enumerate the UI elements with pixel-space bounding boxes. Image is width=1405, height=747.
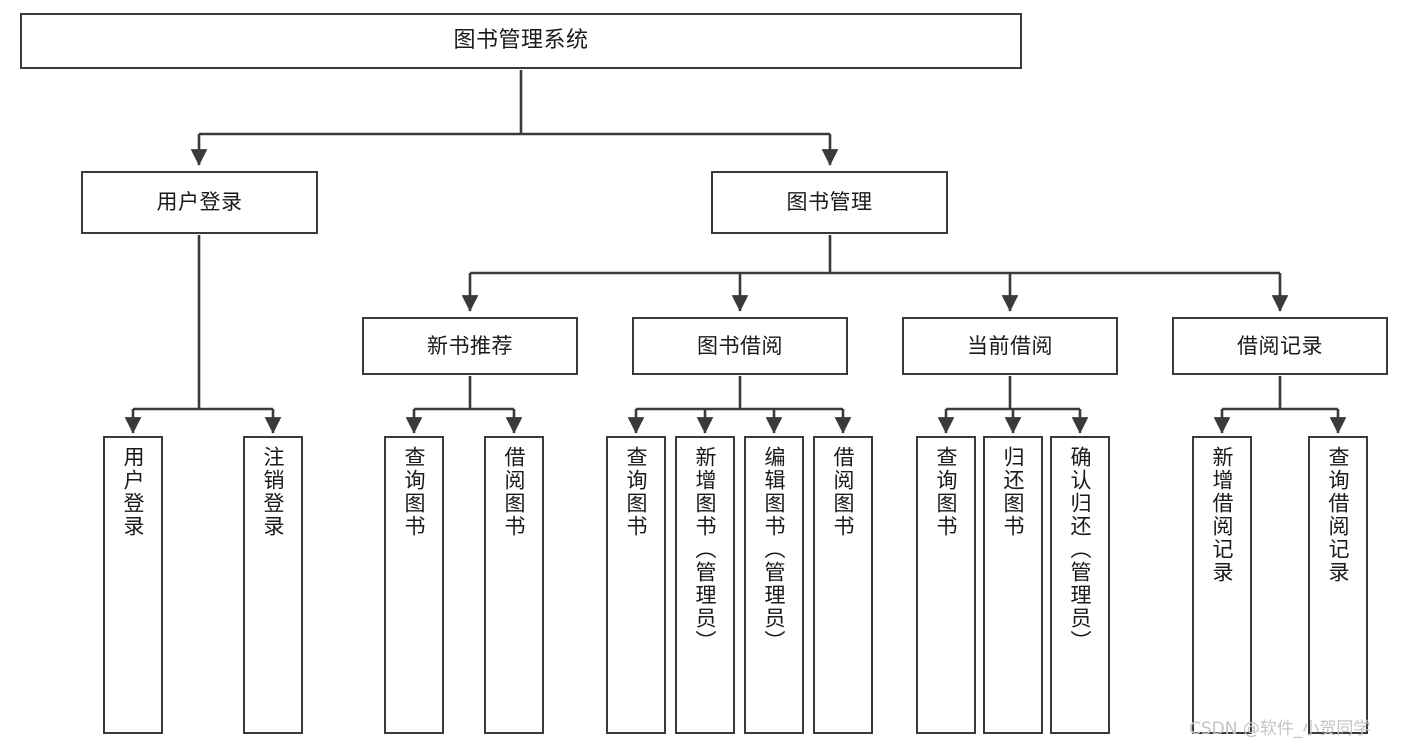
edges-book-manage-to-level3	[461, 235, 1289, 312]
node-label: 借阅图书	[831, 446, 856, 538]
node-label: 归还图书	[1001, 446, 1026, 538]
node-label: 用户登录	[156, 190, 243, 215]
node-leaf-borrow-book-2[interactable]: 借阅图书	[813, 436, 873, 734]
node-label: 查询图书	[934, 446, 959, 538]
node-label: 注销登录	[261, 446, 286, 538]
node-label: 借阅图书	[502, 446, 527, 538]
node-current-borrow[interactable]: 当前借阅	[902, 317, 1118, 375]
node-label: 图书管理系统	[453, 28, 589, 54]
node-label: 确认归还（管理员）	[1068, 446, 1093, 653]
node-label: 新书推荐	[427, 333, 513, 358]
edges-root-to-level2	[190, 70, 839, 166]
node-label: 查询图书	[624, 446, 649, 538]
node-new-book-recommend[interactable]: 新书推荐	[362, 317, 578, 375]
node-user-login[interactable]: 用户登录	[81, 171, 318, 234]
node-leaf-user-logout[interactable]: 注销登录	[243, 436, 303, 734]
node-leaf-borrow-book-1[interactable]: 借阅图书	[484, 436, 544, 734]
node-leaf-query-book-1[interactable]: 查询图书	[384, 436, 444, 734]
node-leaf-query-record[interactable]: 查询借阅记录	[1308, 436, 1368, 734]
node-leaf-query-book-2[interactable]: 查询图书	[606, 436, 666, 734]
node-label: 查询借阅记录	[1326, 446, 1351, 584]
node-book-manage[interactable]: 图书管理	[711, 171, 948, 234]
edges-user-login-to-leaves	[124, 235, 282, 434]
node-label: 借阅记录	[1237, 333, 1323, 358]
node-label: 编辑图书（管理员）	[762, 446, 787, 653]
node-leaf-add-book[interactable]: 新增图书（管理员）	[675, 436, 735, 734]
node-borrow-record[interactable]: 借阅记录	[1172, 317, 1388, 375]
node-leaf-add-record[interactable]: 新增借阅记录	[1192, 436, 1252, 734]
node-leaf-confirm-return[interactable]: 确认归还（管理员）	[1050, 436, 1110, 734]
node-book-borrow[interactable]: 图书借阅	[632, 317, 848, 375]
edges-borrow-record-to-leaves	[1213, 376, 1347, 434]
edges-book-borrow-to-leaves	[627, 376, 852, 434]
node-label: 当前借阅	[967, 333, 1053, 358]
node-label: 新增图书（管理员）	[693, 446, 718, 653]
node-leaf-edit-book[interactable]: 编辑图书（管理员）	[744, 436, 804, 734]
edges-new-book-recommend-to-leaves	[405, 376, 523, 434]
node-label: 查询图书	[402, 446, 427, 538]
node-label: 新增借阅记录	[1210, 446, 1235, 584]
node-leaf-query-book-3[interactable]: 查询图书	[916, 436, 976, 734]
node-label: 图书借阅	[697, 333, 783, 358]
node-leaf-return-book[interactable]: 归还图书	[983, 436, 1043, 734]
node-leaf-user-login[interactable]: 用户登录	[103, 436, 163, 734]
edges-current-borrow-to-leaves	[937, 376, 1089, 434]
node-root-book-management-system[interactable]: 图书管理系统	[20, 13, 1022, 69]
node-label: 图书管理	[786, 190, 873, 215]
node-label: 用户登录	[121, 446, 146, 538]
